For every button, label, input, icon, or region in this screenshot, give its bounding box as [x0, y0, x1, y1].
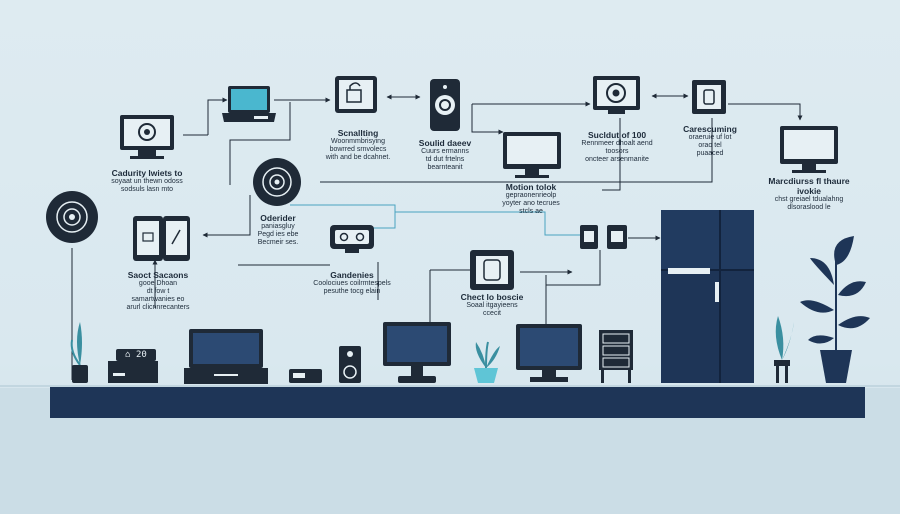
label-title: Carescuming: [683, 124, 737, 134]
fridge-icon[interactable]: [661, 210, 754, 383]
label-title: Oderider: [260, 213, 296, 223]
label-title: Soulid daeev: [418, 138, 472, 148]
clock-display: ⌂ 20: [118, 350, 154, 360]
tv-icon-center[interactable]: [383, 322, 451, 383]
care-monitor-icon[interactable]: [692, 80, 726, 114]
label-title: Gandenies: [330, 270, 374, 280]
label-title: Scnallting: [337, 128, 379, 138]
security-camera-laptop-icon[interactable]: [120, 115, 174, 159]
monitor-icon-right[interactable]: [780, 126, 838, 173]
receiver-icon[interactable]: [289, 369, 322, 383]
media-player-icon[interactable]: [108, 349, 158, 383]
label-monitor-right: Marcdiurss fl thaure ivokie chst greiael…: [764, 176, 854, 212]
doorbell-icon[interactable]: [430, 79, 460, 131]
speaker-icon[interactable]: [339, 346, 361, 383]
monitor-icon-center[interactable]: [503, 132, 561, 178]
remote-controller-icon[interactable]: [330, 225, 374, 253]
plant-icon-left: [70, 322, 88, 383]
connector-lines: [71, 93, 803, 380]
label-title: Motion tolok: [505, 182, 557, 192]
label-title: Cadurity lwiets to: [111, 168, 183, 178]
laptop-icon[interactable]: [222, 86, 276, 122]
plant-icon-right-large: [800, 236, 870, 383]
monitor-icon-bottom[interactable]: [516, 324, 582, 382]
smart-lock-icon[interactable]: [335, 76, 377, 113]
device-box-icon[interactable]: [470, 250, 514, 290]
thermostat-icon-left[interactable]: [46, 191, 98, 243]
label-title: Chect lo boscie: [460, 292, 524, 302]
wireless-links: [290, 204, 582, 236]
thermostat-display-icon[interactable]: [593, 76, 640, 114]
smart-switch-icon[interactable]: [580, 225, 627, 249]
clock-value: 20: [136, 350, 147, 360]
shelf-base: [50, 386, 865, 418]
label-camera-laptop: Cadurity lwiets to soyaat un thewn odoss…: [102, 168, 192, 194]
tablet-icon[interactable]: [133, 216, 190, 261]
label-title: Marcdiurss fl thaure ivokie: [768, 176, 850, 196]
plant-icon-right-small: [774, 316, 794, 383]
tv-icon-left[interactable]: [184, 329, 268, 384]
smart-speaker-icon[interactable]: [253, 158, 301, 206]
label-title: Sucldut of 100: [587, 130, 647, 140]
clock-prefix: ⌂: [125, 350, 136, 360]
label-title: Saoct Sacaons: [127, 270, 189, 280]
dresser-icon[interactable]: [599, 330, 633, 383]
plant-icon-center: [474, 341, 500, 383]
label-thermostat-display: Sucldut of 100 Rennmeer dhoalt aend toos…: [572, 130, 662, 164]
